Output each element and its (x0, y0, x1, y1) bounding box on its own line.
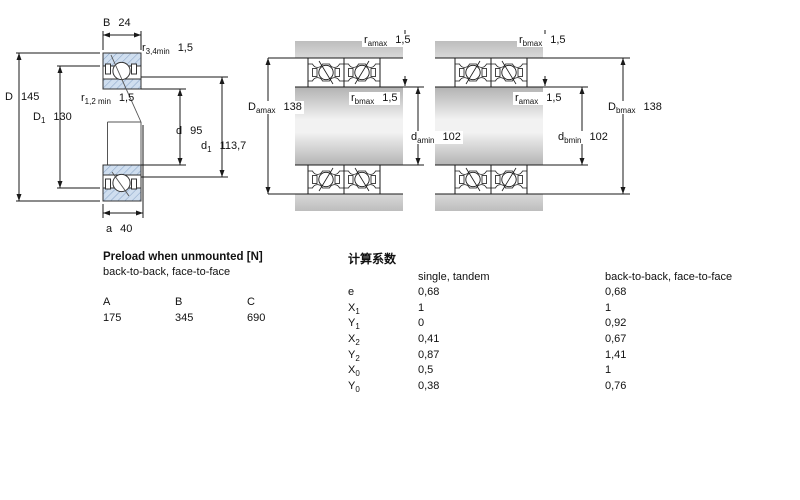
preload-title: Preload when unmounted [N] (103, 251, 263, 263)
factors-row-X2: X2 0,41 0,67 (348, 333, 626, 349)
factor-symbol: X2 (348, 333, 360, 348)
factor-symbol: Y2 (348, 348, 360, 363)
factors-row-Y0: Y0 0,38 0,76 (348, 380, 626, 396)
preload-col-label: A (103, 296, 111, 308)
factors-row-e: e 0,68 0,68 (348, 286, 626, 302)
factor-paired-value: 0,92 (605, 317, 627, 330)
preload-col-label: B (175, 296, 183, 308)
factors-rows: e 0,68 0,68 X1 1 1 Y1 0 0,92 X2 0,41 0,6… (348, 286, 626, 396)
preload-table: Preload when unmounted [N] back-to-back,… (103, 251, 319, 324)
preload-col-A: A 175 (103, 296, 175, 324)
factor-single-value: 0,87 (418, 348, 440, 361)
factor-symbol: Y1 (348, 317, 360, 332)
preload-col-value: 345 (175, 312, 194, 324)
factor-single-value: 0 (418, 317, 425, 330)
factors-title: 计算系数 (348, 252, 397, 266)
figure-single-bearing-section (16, 31, 228, 218)
preload-col-value: 175 (103, 312, 122, 324)
factor-paired-value: 0,76 (605, 380, 627, 393)
factor-symbol: e (348, 286, 355, 298)
factor-paired-value: 1 (605, 364, 612, 377)
preload-col-value: 690 (247, 312, 266, 324)
bearing-drawings-canvas (16, 30, 630, 218)
preload-col-label: C (247, 296, 255, 308)
factor-single-value: 0,5 (418, 364, 434, 377)
preload-col-C: C 690 (247, 296, 319, 324)
factor-paired-value: 0,68 (605, 286, 627, 298)
factor-single-value: 0,41 (418, 333, 440, 346)
factor-paired-value: 1,41 (605, 348, 627, 361)
preload-subtitle: back-to-back, face-to-face (103, 266, 231, 278)
factors-header-paired: back-to-back, face-to-face (605, 271, 733, 283)
factors-row-Y2: Y2 0,87 1,41 (348, 349, 626, 365)
preload-columns: A 175 B 345 C 690 (103, 296, 319, 324)
factor-symbol: X0 (348, 364, 360, 379)
factor-single-value: 0,68 (418, 286, 440, 298)
preload-col-B: B 345 (175, 296, 247, 324)
factor-paired-value: 0,67 (605, 333, 627, 346)
factors-row-X1: X1 1 1 (348, 302, 626, 318)
figure-paired-mounting-a (265, 30, 424, 211)
factors-header-single: single, tandem (418, 271, 490, 283)
factor-symbol: Y0 (348, 380, 360, 395)
factor-paired-value: 1 (605, 301, 612, 314)
factor-single-value: 0,38 (418, 380, 440, 393)
factor-single-value: 1 (418, 301, 425, 314)
factors-row-Y1: Y1 0 0,92 (348, 317, 626, 333)
figure-paired-mounting-b (435, 30, 630, 211)
factors-row-X0: X0 0,5 1 (348, 364, 626, 380)
factor-symbol: X1 (348, 301, 360, 316)
